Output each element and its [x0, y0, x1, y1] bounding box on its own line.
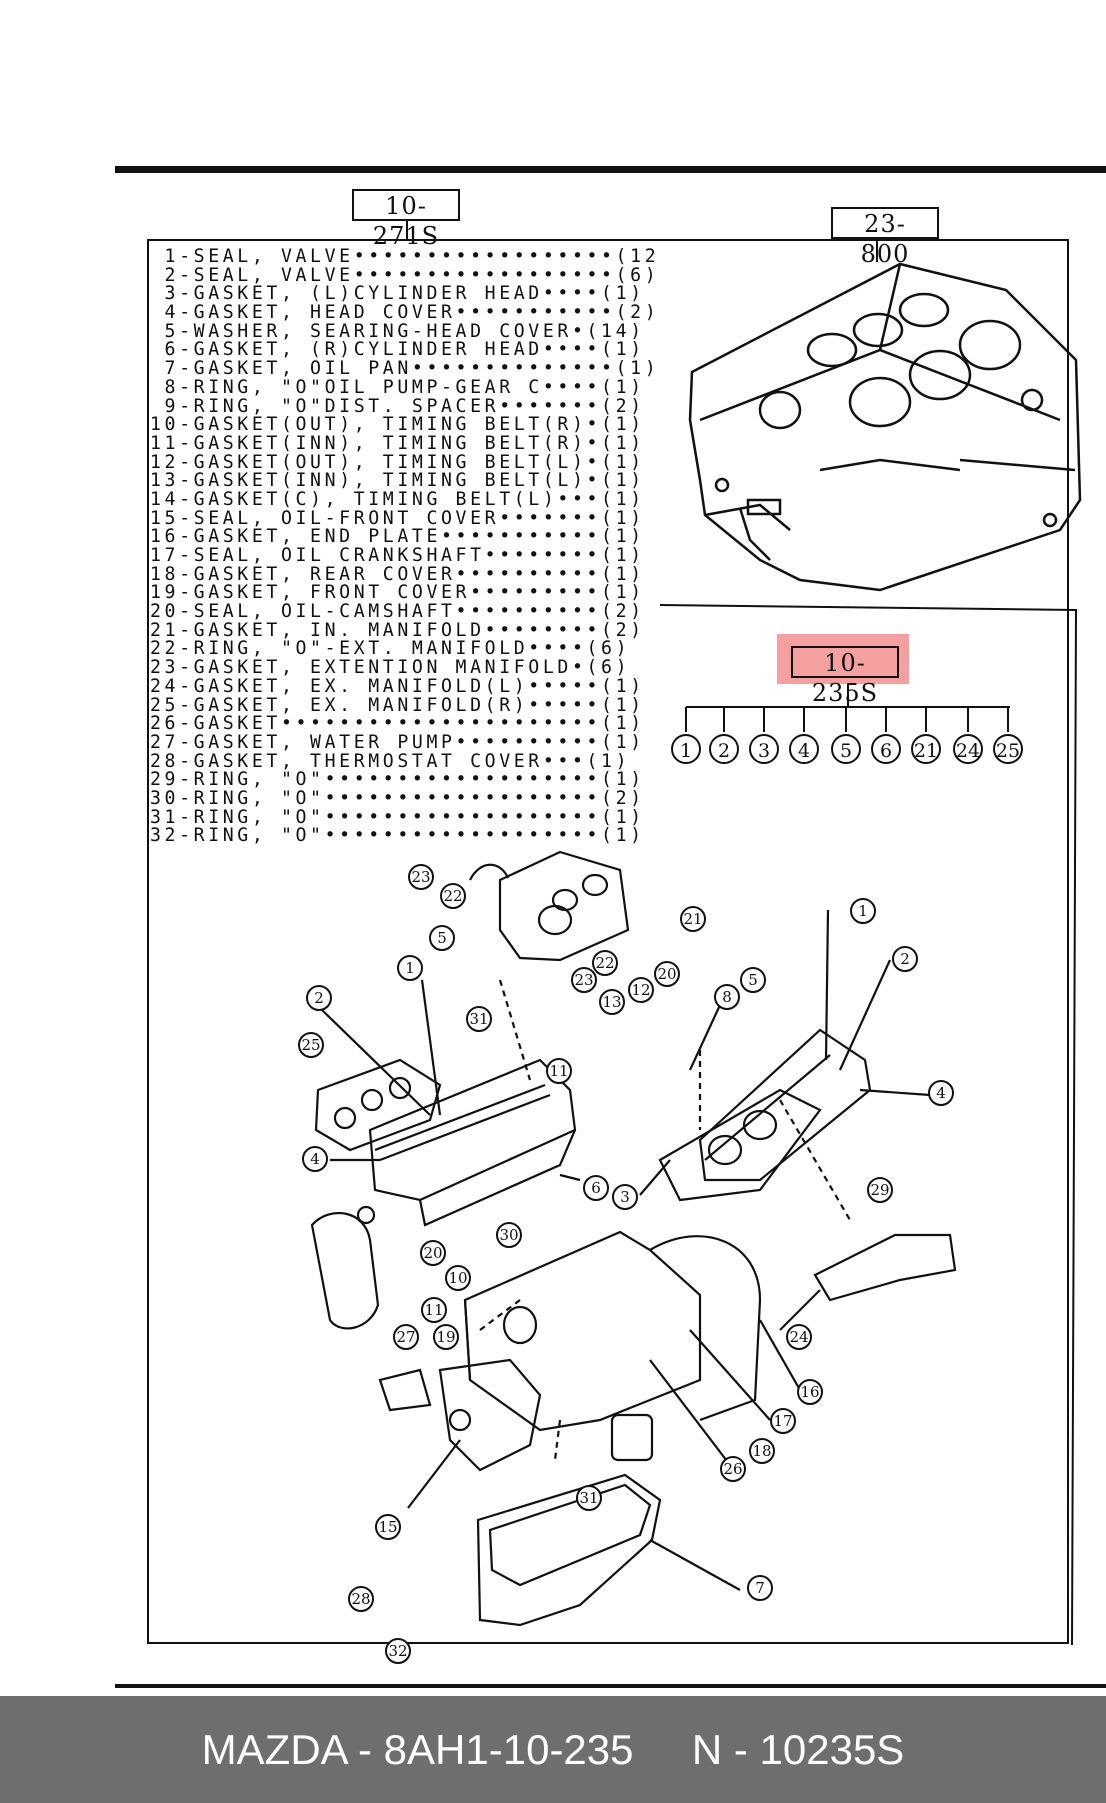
part-callout: 22	[592, 950, 618, 976]
parts-list-item: 18-GASKET, REAR COVER••••••••••(1)	[150, 565, 645, 585]
part-callout: 8	[714, 984, 740, 1010]
part-callout: 26	[720, 1456, 746, 1482]
parts-list-item: 21-GASKET, IN. MANIFOLD••••••••(2)	[150, 621, 645, 641]
part-callout: 23	[408, 864, 434, 890]
parts-list-item: 32-RING, "O"•••••••••••••••••••(1)	[150, 827, 645, 846]
part-callout: 15	[375, 1514, 401, 1540]
parts-list-item: 30-RING, "O"•••••••••••••••••••(2)	[150, 789, 645, 809]
part-callout: 2	[892, 946, 918, 972]
part-callout: 12	[628, 977, 654, 1003]
parts-list-item: 3-GASKET, (L)CYLINDER HEAD••••(1)	[150, 285, 645, 305]
part-callout: 6	[583, 1175, 609, 1201]
part-callout: 3	[612, 1184, 638, 1210]
kit-label-10-271s: 10-271S	[352, 189, 460, 250]
parts-list-item: 29-RING, "O"•••••••••••••••••••(1)	[150, 771, 645, 790]
footer-part-number: MAZDA - 8AH1-10-235 N - 10235S	[201, 1726, 905, 1773]
part-callout: 16	[797, 1379, 823, 1405]
part-callout: 24	[786, 1324, 812, 1350]
parts-list-item: 4-GASKET, HEAD COVER•••••••••••(2)	[150, 304, 660, 323]
parts-list-item: 31-RING, "O"•••••••••••••••••••(1)	[150, 808, 645, 828]
part-callout: 10	[445, 1265, 471, 1291]
kit-part-number: 5	[831, 734, 861, 764]
parts-list-item: 15-SEAL, OIL-FRONT COVER•••••••(1)	[150, 509, 645, 529]
part-callout: 11	[546, 1058, 572, 1084]
parts-list-item: 7-GASKET, OIL PAN••••••••••••••(1)	[150, 360, 660, 379]
part-callout: 5	[740, 967, 766, 993]
part-callout: 23	[571, 967, 597, 993]
parts-list-item: 28-GASKET, THERMOSTAT COVER•••(1)	[150, 752, 631, 772]
parts-list-item: 5-WASHER, SEARING-HEAD COVER•(14)	[150, 322, 645, 342]
top-rule	[115, 166, 1106, 173]
part-callout: 7	[747, 1575, 773, 1601]
parts-list-item: 27-GASKET, WATER PUMP••••••••••(1)	[150, 733, 645, 753]
parts-list-item: 22-RING, "O"-EXT. MANIFOLD••••(6)	[150, 640, 631, 660]
parts-list-item: 20-SEAL, OIL-CAMSHAFT••••••••••(2)	[150, 603, 645, 622]
kit-part-number: 1	[671, 734, 701, 764]
part-callout: 22	[440, 883, 466, 909]
footer-bar	[0, 1696, 1106, 1803]
part-callout: 1	[397, 955, 423, 981]
kit-part-number: 25	[993, 734, 1023, 764]
parts-list-item: 11-GASKET(INN), TIMING BELT(R)•(1)	[150, 434, 645, 454]
part-callout: 11	[421, 1297, 447, 1323]
parts-list-item: 2-SEAL, VALVE••••••••••••••••••(6)	[150, 266, 660, 286]
kit-part-number: 2	[709, 734, 739, 764]
part-callout: 18	[749, 1438, 775, 1464]
part-callout: 20	[654, 961, 680, 987]
part-callout: 13	[599, 989, 625, 1015]
part-callout: 27	[393, 1324, 419, 1350]
kit-label-10-235s: 10-235S	[791, 646, 899, 707]
parts-list-item: 8-RING, "O"OIL PUMP-GEAR C••••(1)	[150, 378, 645, 398]
parts-list-item: 10-GASKET(OUT), TIMING BELT(R)•(1)	[150, 416, 645, 435]
part-callout: 20	[420, 1240, 446, 1266]
parts-list-item: 17-SEAL, OIL CRANKSHAFT••••••••(1)	[150, 547, 645, 566]
part-callout: 1	[850, 898, 876, 924]
kit-part-number: 21	[911, 734, 941, 764]
part-callout: 2	[306, 985, 332, 1011]
parts-list-item: 1-SEAL, VALVE••••••••••••••••••(12)	[150, 248, 660, 267]
part-callout: 17	[770, 1408, 796, 1434]
part-callout: 5	[429, 925, 455, 951]
parts-list-item: 12-GASKET(OUT), TIMING BELT(L)•(1)	[150, 453, 645, 473]
part-callout: 19	[433, 1324, 459, 1350]
parts-list-item: 13-GASKET(INN), TIMING BELT(L)•(1)	[150, 472, 645, 491]
kit-part-number: 6	[871, 734, 901, 764]
part-callout: 25	[298, 1032, 324, 1058]
part-callout: 29	[867, 1177, 893, 1203]
kit-part-number: 4	[789, 734, 819, 764]
parts-list-item: 25-GASKET, EX. MANIFOLD(R)•••••(1)	[150, 696, 645, 716]
parts-list-item: 6-GASKET, (R)CYLINDER HEAD••••(1)	[150, 341, 645, 361]
parts-list-item: 9-RING, "O"DIST. SPACER•••••••(2)	[150, 397, 645, 417]
diagram-frame	[147, 239, 1069, 1644]
part-callout: 28	[348, 1586, 374, 1612]
part-callout: 31	[466, 1006, 492, 1032]
parts-list: 1-SEAL, VALVE••••••••••••••••••(12) 2-SE…	[150, 248, 660, 846]
part-callout: 31	[576, 1485, 602, 1511]
parts-list-item: 24-GASKET, EX. MANIFOLD(L)•••••(1)	[150, 677, 645, 697]
bottom-rule	[115, 1684, 1106, 1688]
parts-list-item: 19-GASKET, FRONT COVER•••••••••(1)	[150, 584, 645, 604]
parts-list-item: 26-GASKET••••••••••••••••••••••(1)	[150, 715, 645, 734]
parts-list-item: 14-GASKET(C), TIMING BELT(L)•••(1)	[150, 490, 645, 510]
part-callout: 32	[385, 1638, 411, 1664]
engine-diagram-art	[310, 220, 1082, 1646]
part-callout: 21	[680, 906, 706, 932]
kit-part-number: 24	[953, 734, 983, 764]
part-callout: 4	[928, 1080, 954, 1106]
kit-part-number: 3	[749, 734, 779, 764]
highlight-overlay	[777, 634, 909, 684]
block-label-23-800: 23-800	[831, 207, 939, 268]
part-callout: 30	[496, 1222, 522, 1248]
parts-list-item: 23-GASKET, EXTENTION MANIFOLD•(6)	[150, 659, 631, 678]
parts-list-item: 16-GASKET, END PLATE•••••••••••(1)	[150, 528, 645, 547]
part-callout: 4	[302, 1146, 328, 1172]
